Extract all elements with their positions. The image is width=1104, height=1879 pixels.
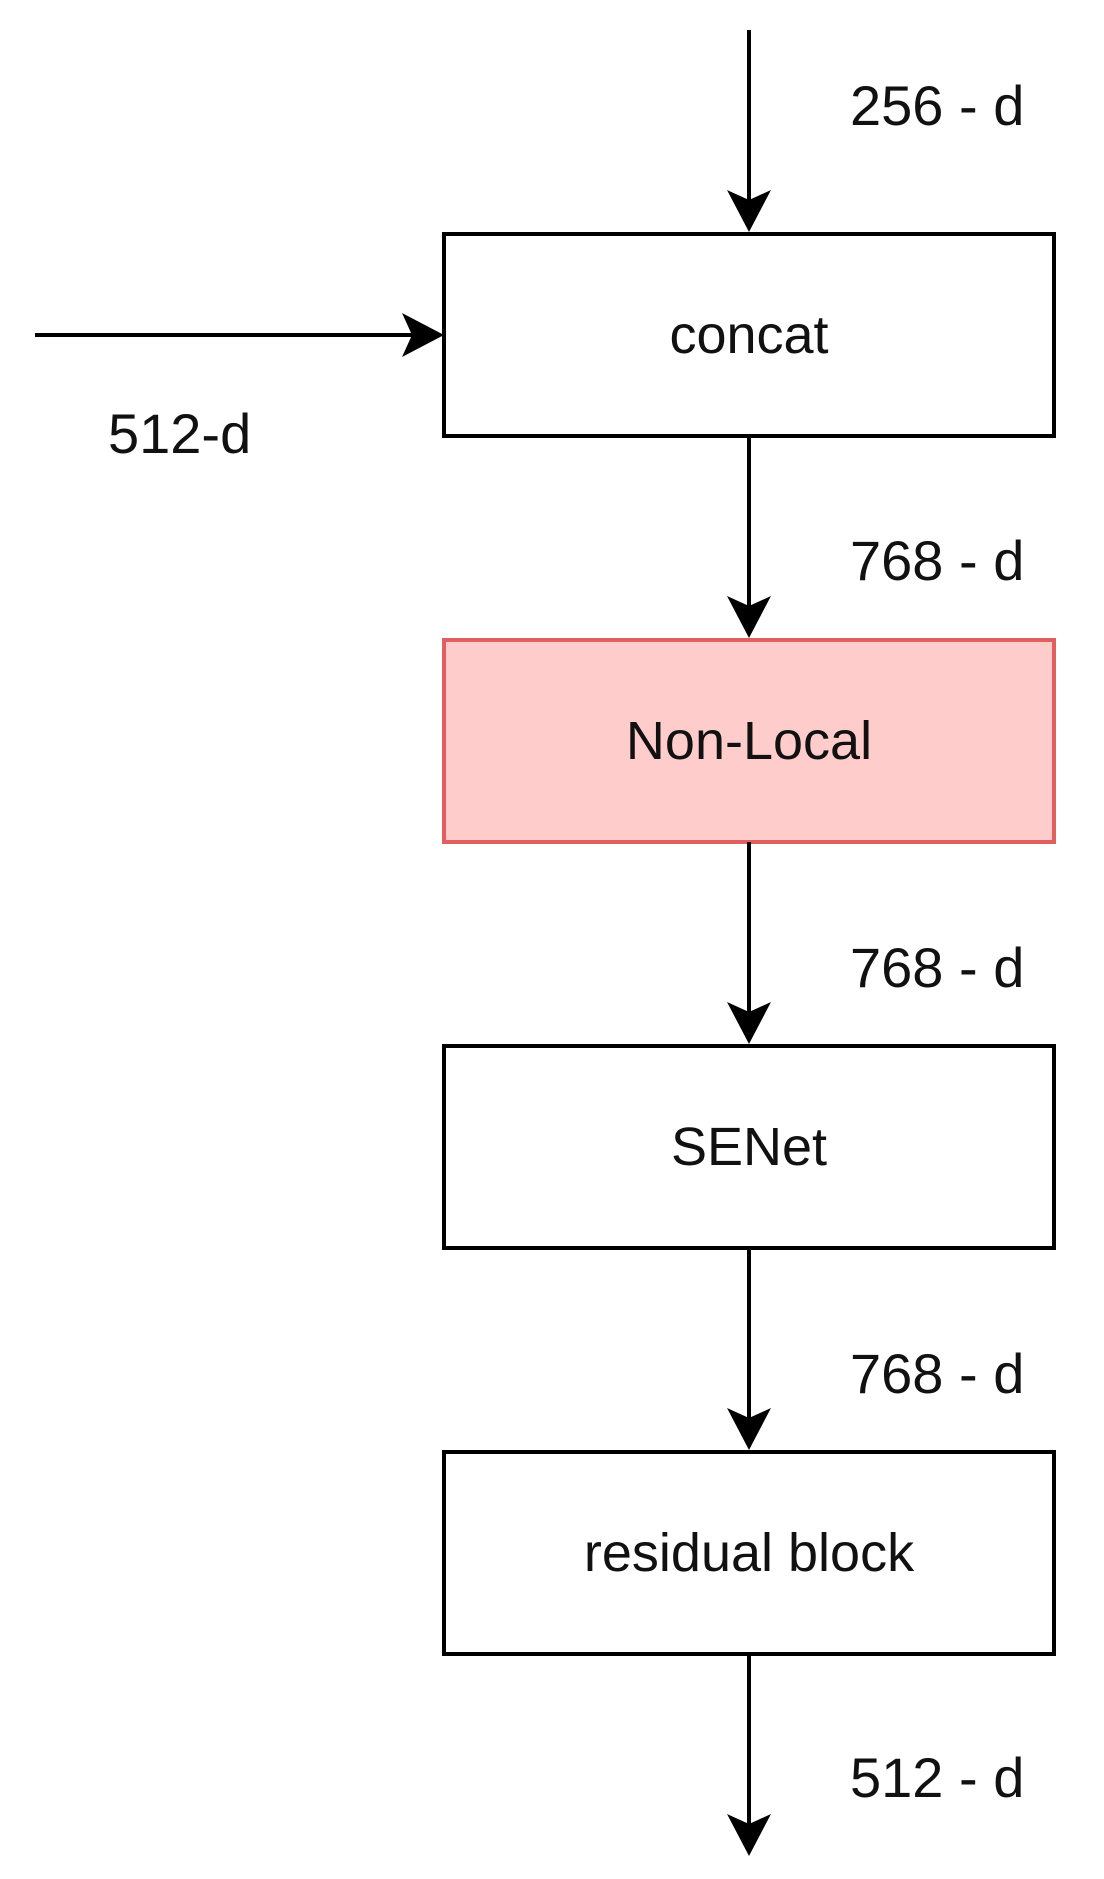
senet-box	[442, 1044, 1056, 1250]
concat-to-nonlocal-arrow	[727, 436, 771, 638]
senet-block: SENet	[442, 1044, 1056, 1250]
input-top-dim-label: 256 - d	[850, 74, 1024, 137]
concat-box	[442, 232, 1056, 438]
residual-label: residual block	[584, 1523, 915, 1583]
input-left-arrow	[35, 313, 444, 357]
nonlocal-box	[442, 638, 1056, 844]
nonlocal-to-senet-dim-label: 768 - d	[850, 936, 1024, 999]
nonlocal-label: Non-Local	[626, 711, 872, 771]
concat-block: concat	[442, 232, 1056, 438]
senet-to-residual-arrow	[727, 1248, 771, 1450]
output-arrow	[727, 1654, 771, 1856]
nonlocal-block: Non-Local	[442, 638, 1056, 844]
input-top-arrow	[727, 30, 771, 232]
concat-to-nonlocal-dim-label: 768 - d	[850, 529, 1024, 592]
input-left-dim-label: 512-d	[108, 402, 251, 465]
nonlocal-to-senet-arrow	[727, 842, 771, 1044]
residual-block: residual block	[442, 1450, 1056, 1656]
senet-to-residual-dim-label: 768 - d	[850, 1342, 1024, 1405]
output-dim-label: 512 - d	[850, 1746, 1024, 1809]
concat-label: concat	[669, 305, 828, 365]
residual-box	[442, 1450, 1056, 1656]
senet-label: SENet	[671, 1117, 827, 1177]
